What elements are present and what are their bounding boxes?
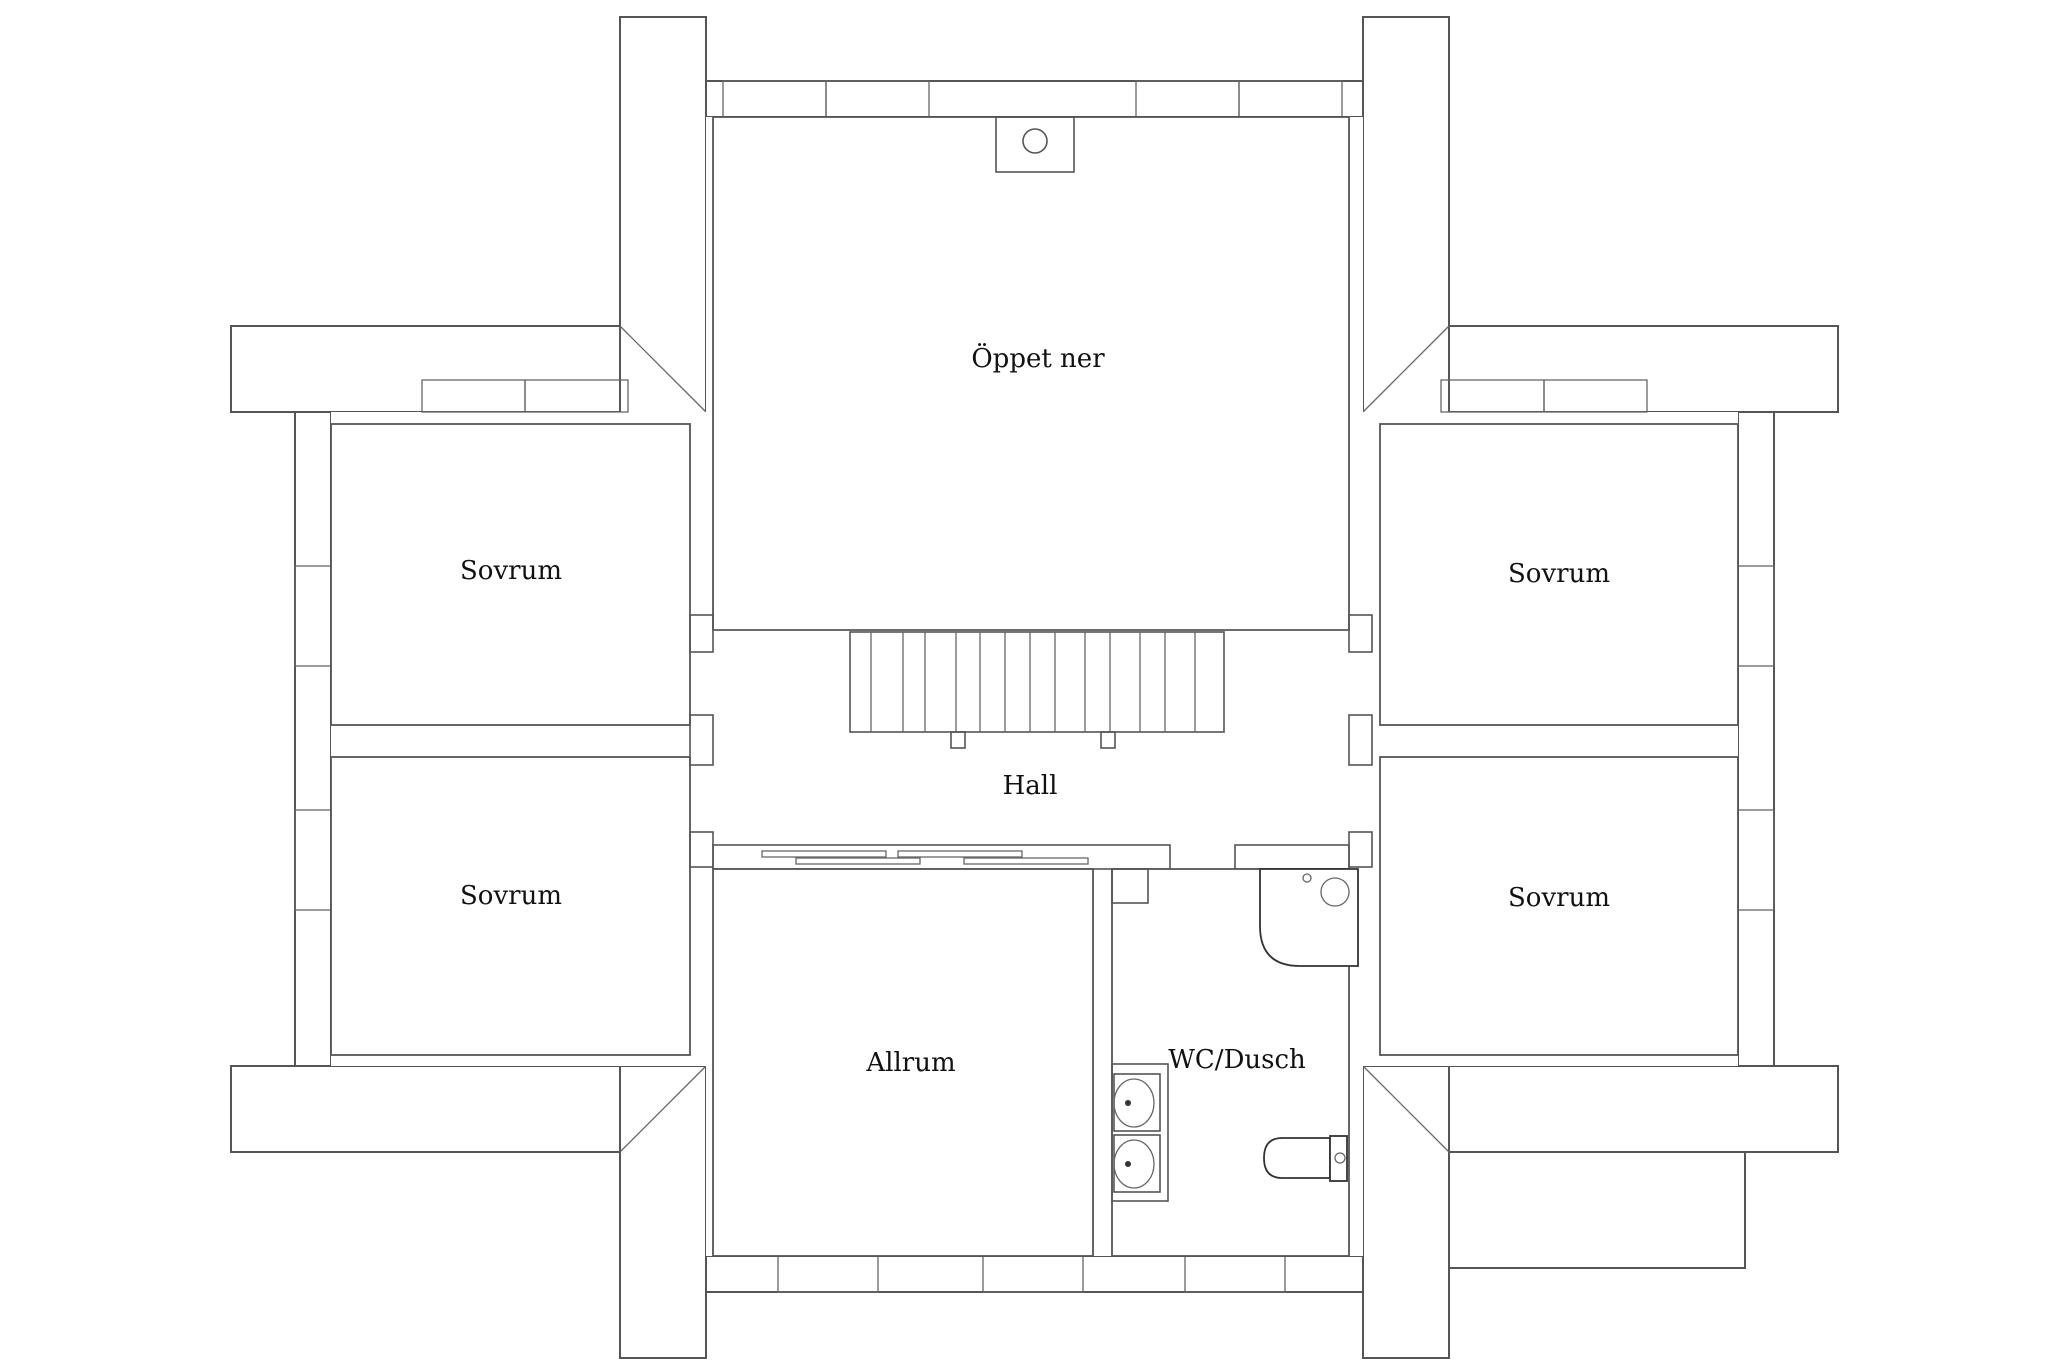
label-living-room: Allrum [865,1048,955,1078]
sink-icon [1111,1063,1169,1202]
chimney-icon [995,116,1075,173]
staircase [713,629,1349,749]
label-bathroom: WC/Dusch [1168,1045,1306,1075]
open-below-area [712,116,1350,631]
door-jambs [689,614,1373,868]
label-bedroom-bottom-left: Sovrum [460,881,562,911]
outer-walls [230,16,1839,1359]
label-hall: Hall [1003,771,1058,801]
label-bedroom-top-right: Sovrum [1508,559,1610,589]
label-bedroom-top-left: Sovrum [460,556,562,586]
bedroom-bottom-right [1379,756,1739,1056]
label-bedroom-bottom-right: Sovrum [1508,883,1610,913]
bedroom-bottom-left [330,756,691,1056]
bedroom-top-left [330,423,691,726]
living-room [712,868,1094,1257]
bedroom-top-right [1379,423,1739,726]
label-open-below: Öppet ner [971,342,1105,374]
sliding-doors [761,850,1089,865]
roof-lines [619,325,1450,1153]
shower-icon [1259,868,1359,967]
toilet-icon [1263,1135,1348,1182]
